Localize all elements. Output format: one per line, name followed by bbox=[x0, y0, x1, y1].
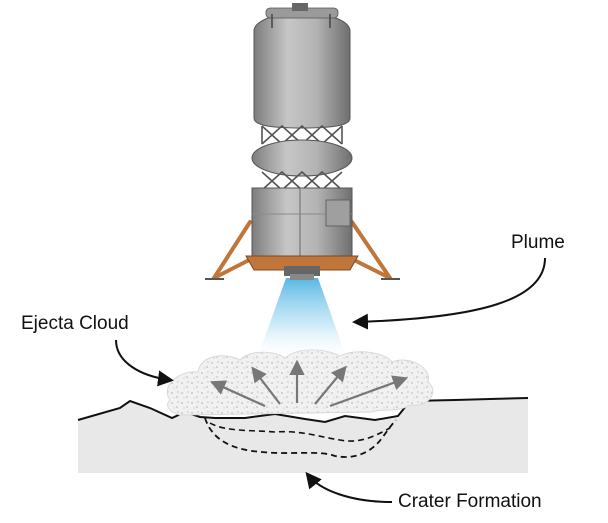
ejecta-callout-arrow bbox=[115, 339, 174, 387]
plume-label: Plume bbox=[511, 232, 565, 253]
crater-outline-inner bbox=[209, 422, 391, 442]
plume-callout-arrow bbox=[352, 257, 546, 330]
crater-outline-outer bbox=[204, 417, 397, 458]
lunar-lander-icon bbox=[205, 3, 400, 280]
engine-plume bbox=[256, 278, 348, 362]
crater-formation-label: Crater Formation bbox=[398, 491, 542, 512]
ejecta-cloud bbox=[167, 349, 434, 416]
crater-callout-arrow bbox=[305, 471, 393, 503]
ejecta-cloud-label: Ejecta Cloud bbox=[21, 313, 129, 334]
ground-surface bbox=[78, 398, 528, 473]
ejecta-direction-arrows bbox=[209, 359, 409, 408]
